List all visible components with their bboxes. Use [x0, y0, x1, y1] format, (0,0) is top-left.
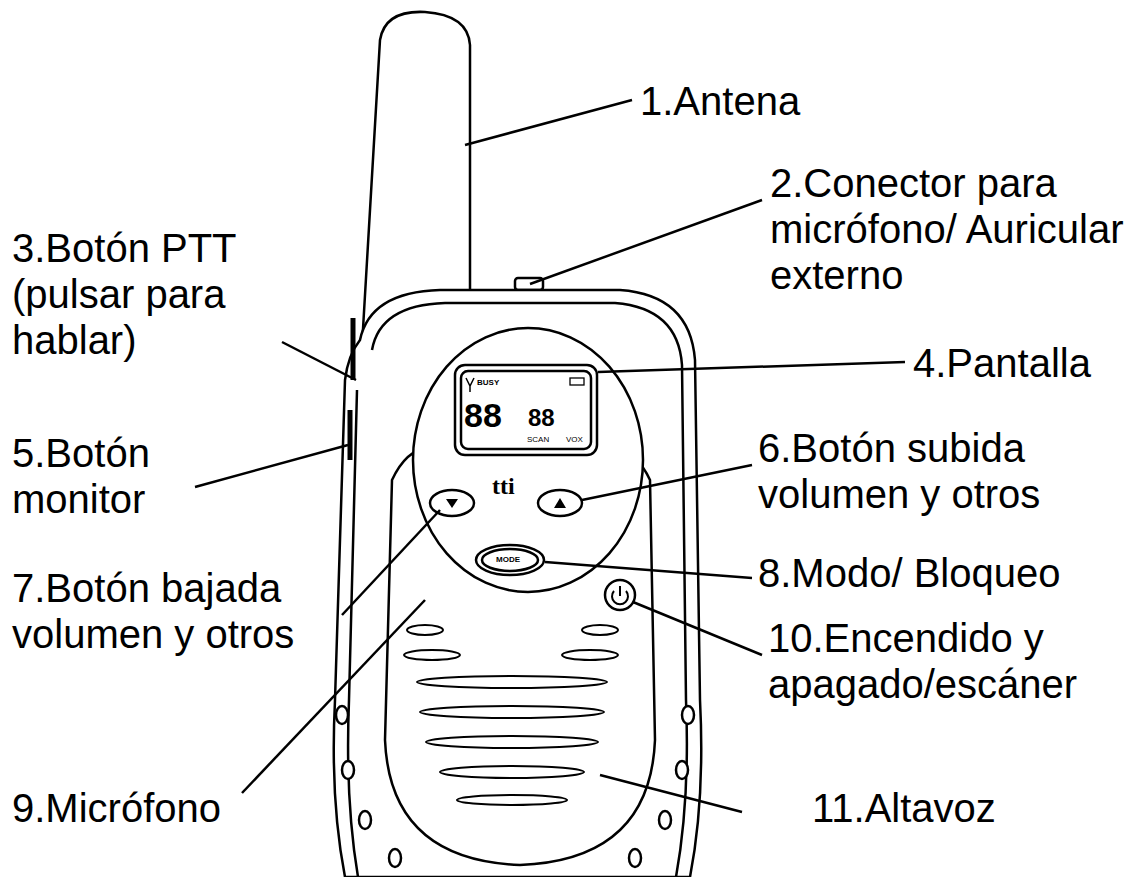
up-arrow — [554, 498, 566, 508]
part-label: 2.Conector para micrófono/ Auricular ext… — [770, 160, 1135, 298]
part-label: 8.Modo/ Bloqueo — [758, 550, 1138, 596]
part-label: 7.Botón bajada volumen y otros — [12, 565, 342, 657]
display-indicator: BUSY — [477, 379, 499, 387]
ptt-button — [351, 318, 356, 380]
display-digits: 88 — [464, 398, 502, 432]
part-label: 10.Encendido y apagado/escáner — [768, 615, 1138, 707]
display-bezel — [413, 328, 643, 592]
part-label: 6.Botón subida volumen y otros — [758, 425, 1128, 517]
button-legend: MODE — [496, 556, 520, 564]
part-label: 1.Antena — [640, 78, 940, 124]
brand-logo: tti — [492, 474, 515, 498]
monitor-button — [348, 410, 353, 460]
battery-icon — [570, 378, 584, 385]
part-label: 4.Pantalla — [913, 340, 1135, 386]
screen — [455, 365, 597, 455]
part-label: 3.Botón PTT (pulsar para hablar) — [12, 225, 297, 363]
part-label: 5.Botón monitor — [12, 430, 192, 522]
power-symbol — [612, 586, 628, 604]
housing-inner-edge — [348, 390, 358, 877]
part-label: 11.Altavoz — [812, 785, 1132, 831]
mode-button — [476, 545, 544, 575]
mode-button-ring — [482, 549, 538, 571]
housing — [334, 290, 702, 877]
display-indicator: SCAN — [527, 436, 549, 444]
power-button — [605, 580, 635, 610]
volume-up-button — [538, 490, 582, 516]
speaker-grille — [404, 625, 618, 805]
display-indicator: VOX — [566, 436, 583, 444]
screen-inner — [461, 371, 591, 449]
housing-inner-edge — [372, 303, 687, 877]
signal-icon — [466, 378, 474, 392]
part-label: 9.Micrófono — [12, 785, 312, 831]
down-arrow — [446, 499, 458, 508]
display-digits: 88 — [528, 406, 555, 430]
